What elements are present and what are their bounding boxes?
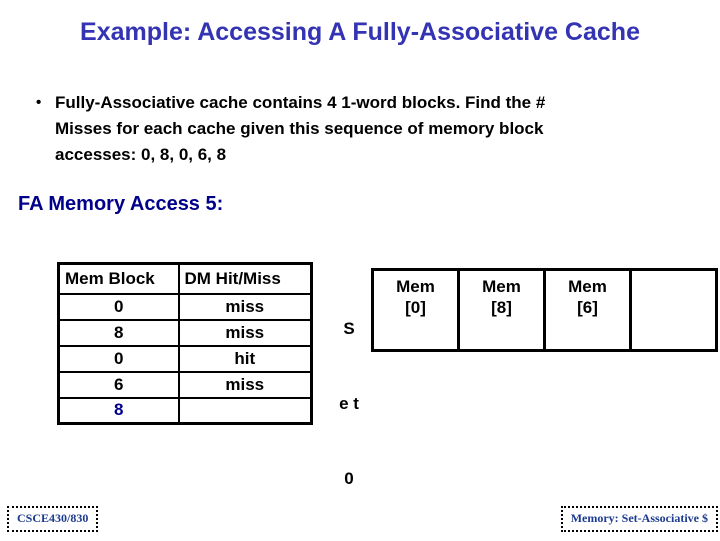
access-table: Mem Block DM Hit/Miss 0 miss 8 miss 0 hi… [57, 262, 313, 425]
header-dm-hit-miss: DM Hit/Miss [177, 262, 313, 295]
bullet-line: Fully-Associative cache contains 4 1-wor… [55, 93, 546, 112]
bullet-marker: • [36, 94, 42, 111]
mem-block-cell: 0 [57, 292, 180, 321]
cache-slot-2: Mem [6] [543, 271, 629, 349]
set-label-line: e t [339, 394, 359, 413]
hit-miss-cell: miss [177, 292, 313, 321]
mem-block-cell: 6 [57, 370, 180, 399]
table-row: 8 [57, 396, 313, 425]
cache-slot-1: Mem [8] [457, 271, 543, 349]
bullet-text: Fully-Associative cache contains 4 1-wor… [55, 90, 545, 168]
hit-miss-cell: miss [177, 370, 313, 399]
slot-index: [8] [491, 298, 512, 317]
bullet-line: Misses for each cache given this sequenc… [55, 119, 544, 138]
course-code-badge: CSCE430/830 [7, 506, 99, 532]
slot-name: Mem [396, 277, 435, 296]
hit-miss-cell: miss [177, 318, 313, 347]
table-row: 0 miss [57, 292, 313, 321]
topic-badge: Memory: Set-Associative $ [560, 506, 718, 532]
table-row: 8 miss [57, 318, 313, 347]
section-label: FA Memory Access 5: [18, 193, 224, 215]
hit-miss-cell: hit [177, 344, 313, 373]
cache-slot-3-empty [629, 271, 715, 349]
cache-slot-row: Mem [0] Mem [8] Mem [6] [371, 268, 718, 352]
slot-name: Mem [482, 277, 521, 296]
mem-block-cell: 0 [57, 344, 180, 373]
set-label-line: 0 [344, 469, 354, 488]
table-row: 6 miss [57, 370, 313, 399]
bullet-line: accesses: 0, 8, 0, 6, 8 [55, 145, 227, 164]
cache-slot-0: Mem [0] [374, 271, 457, 349]
set-label-line: S [343, 319, 355, 338]
slide-title: Example: Accessing A Fully-Associative C… [80, 18, 640, 46]
slot-name: Mem [568, 277, 607, 296]
slot-index: [0] [405, 298, 426, 317]
header-mem-block: Mem Block [57, 262, 180, 295]
hit-miss-cell [177, 396, 313, 425]
set-label: S e t 0 [332, 266, 366, 541]
table-row: 0 hit [57, 344, 313, 373]
table-header-row: Mem Block DM Hit/Miss [57, 262, 313, 295]
slot-index: [6] [577, 298, 598, 317]
mem-block-cell-highlighted: 8 [57, 396, 180, 425]
mem-block-cell: 8 [57, 318, 180, 347]
bullet-item: • Fully-Associative cache contains 4 1-w… [36, 90, 656, 168]
